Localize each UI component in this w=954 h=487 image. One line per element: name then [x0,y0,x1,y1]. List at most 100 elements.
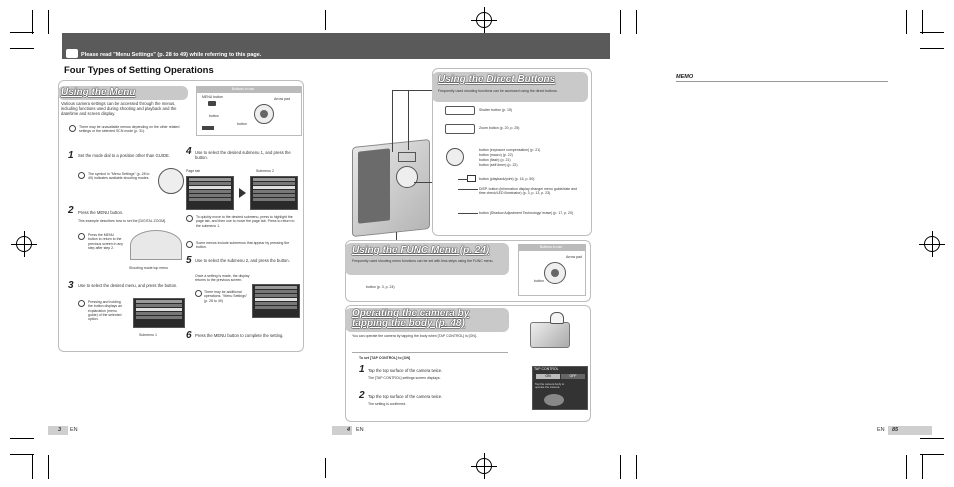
note-icon [186,215,193,222]
memo-rule [676,81,888,82]
menu-intro: Various camera settings can be accessed … [61,101,177,117]
crop-mark [325,458,326,478]
callout-line [414,182,434,183]
crop-mark [922,10,923,34]
crop-mark [620,455,621,479]
buttons-in-use-header [196,86,302,93]
page-bar [888,426,932,435]
func-ok-ref: button (p. 3, p. 24) [366,285,395,289]
func-ok-button-label: button [534,279,544,283]
menu-panel-header [58,86,188,100]
direct-item-erase: button (Shadow Adjustment Technology/ er… [479,211,574,215]
step-4-note-1: To quickly move to the desired submenu, … [196,215,295,228]
step-5-text: Use to select the submenu 2, and press t… [195,258,290,263]
registration-mark [11,231,37,257]
tap-panel-header [345,308,509,332]
crop-mark [32,455,33,479]
tap-screen-option-2: OFF [561,374,585,379]
tap-step-2-number: 2 [359,390,365,401]
tap-screen-title: TAP CONTROL [534,367,559,371]
step-1-note: The symbol in "Menu Settings" (p. 28 to … [88,172,150,181]
ok-button-label: button [237,122,247,126]
playback-icon [467,175,476,182]
zoom-button-icon [398,152,416,162]
crop-mark [10,32,34,33]
step-2-number: 2 [68,205,74,216]
tap-panel-intro: You can operate the camera by tapping th… [352,334,477,338]
memo-label: MEMO [676,74,694,80]
crop-mark [922,455,923,479]
direct-arrow-pad-icon [446,148,464,166]
note-icon [186,241,193,248]
camera-arrow-pad-icon [396,166,418,188]
crop-mark [32,10,33,34]
menu-note: There may be unavailable menus depending… [79,125,180,134]
direct-item-playback: button (playback/print) (p. 16, p. 50) [479,177,535,181]
disp-button-icon [202,126,214,130]
direct-item-disp: DISP. button (information display change… [479,187,577,196]
submenu2-result-screen [252,284,300,318]
crop-mark [920,48,944,49]
crop-mark [10,438,34,439]
tap-step-2-text: Tap the top surface of the camera twice. [368,394,443,399]
ok-button-icon [260,110,268,118]
crop-mark [10,48,34,49]
camera-lcd [358,148,390,224]
crop-mark [906,455,907,479]
step-5-bullet: Once a setting is made, the display retu… [195,274,250,283]
note-icon [78,300,85,307]
func-panel-header [345,243,509,275]
submenu1-label: Submenu 1 [139,333,157,337]
note-icon [78,233,85,240]
hand-icon [550,312,564,324]
step-6-number: 6 [186,330,192,341]
tap-screen-graphic [544,394,564,406]
arrow-pad-label: Arrow pad [274,97,290,101]
step-4-note-2: Some menus include submenus that appear … [196,241,290,250]
tap-screen-option-1: ON [536,374,560,379]
lang-right: EN [877,427,885,433]
step-5-note: There may be additional operations. "Men… [204,290,248,303]
crop-mark [620,10,621,34]
step-2-note: Press the MENU button to return to the p… [88,233,124,250]
step-3-text: Use to select the desired menu, and pres… [78,283,178,288]
direct-item-exposure: button (exposure compensation) (p. 21) [479,148,541,152]
direct-item-shutter: Shutter button (p. 15) [479,108,513,112]
shooting-mode-top-menu-label: Shooting mode top menu [129,266,169,270]
step-2-bullet: This example describes how to set the [D… [78,219,167,223]
mode-dial-icon [158,168,184,194]
submenu1-screen-b [186,176,234,210]
crop-mark [920,32,944,33]
step-6-text: Press the MENU button to complete the se… [195,333,284,338]
direct-panel-intro: Frequently used shooting functions can b… [438,89,558,93]
menu-button-label: MENU button [202,95,224,99]
tap-subhead: To set [TAP CONTROL] to [ON] [359,356,411,360]
registration-mark [471,453,497,479]
callout-line [458,213,478,214]
direct-item-zoom: Zoom button (p. 20, p. 25) [479,126,520,130]
lang-center: EN [356,427,364,433]
crop-mark [920,438,944,439]
tap-camera-illustration [530,322,570,348]
page-tab-label: Page tab [186,169,201,173]
step-4-number: 4 [186,146,192,157]
page-bar [332,426,352,435]
tap-panel-title: Operating the camera by tapping the body… [352,308,470,329]
crop-mark [325,10,326,30]
crop-mark [906,10,907,34]
tap-step-2-bullet: The setting is confirmed. [368,402,407,406]
section-title: Four Types of Setting Operations [64,65,214,76]
func-buttons-in-use-label: Buttons in use [540,245,563,249]
step-1-text: Set the mode dial to a position other th… [78,153,170,158]
note-icon [69,125,76,132]
submenu2-label: Submenu 2 [256,169,274,173]
note-icon [195,290,202,297]
tap-screen-hint: Tap the camera body to operate the camer… [535,382,565,390]
step-4-text: Use to select the desired submenu 1, and… [195,150,291,161]
direct-panel-title: Using the Direct Buttons [438,74,556,85]
direct-panel-header [432,72,588,102]
crop-mark [920,454,944,455]
page-number-right: 85 [892,427,899,433]
menu-button-icon [208,101,216,106]
page-number-center: 4 [347,427,351,433]
